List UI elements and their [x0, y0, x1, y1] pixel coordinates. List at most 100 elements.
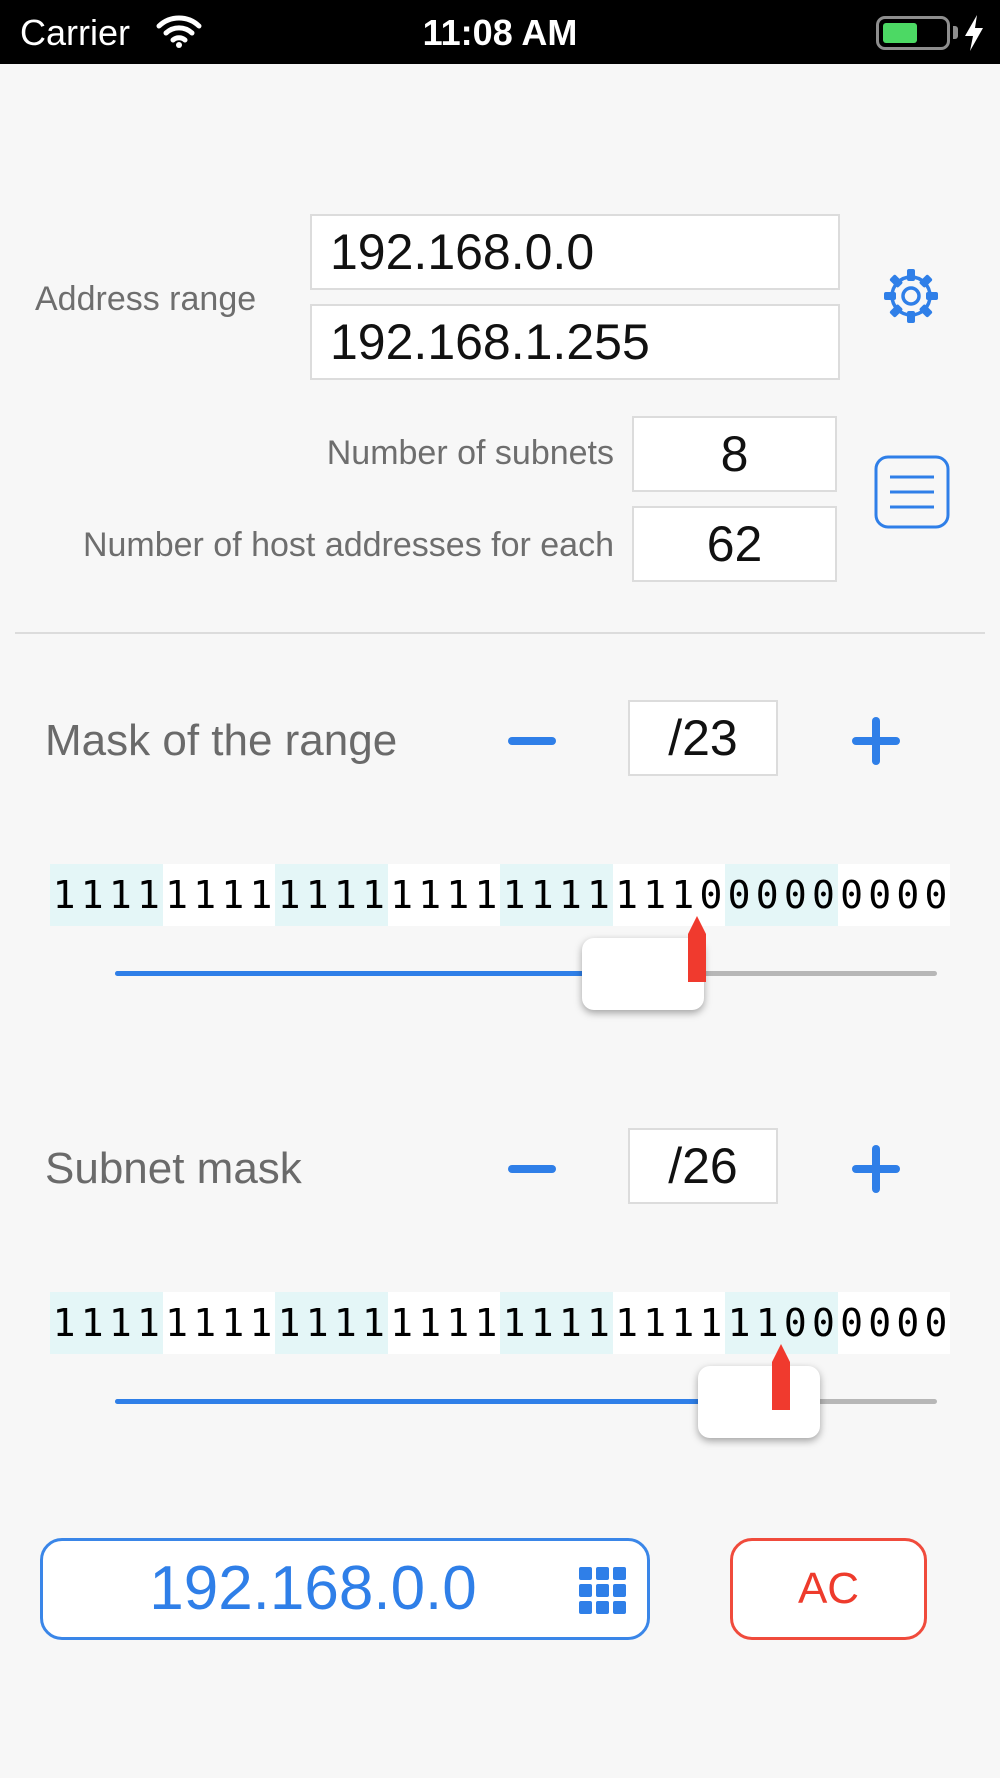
bit: 1 — [390, 873, 413, 917]
bit: 1 — [305, 873, 329, 917]
minus-icon[interactable] — [504, 713, 560, 769]
bit: 1 — [193, 1301, 217, 1345]
bit: 1 — [52, 873, 76, 917]
bit: 0 — [896, 1301, 920, 1345]
bit: 1 — [615, 1301, 638, 1345]
bit: 1 — [530, 873, 554, 917]
bit: 0 — [840, 1301, 863, 1345]
plus-icon[interactable] — [848, 1141, 904, 1197]
bit: 0 — [699, 873, 723, 917]
bit: 0 — [811, 873, 835, 917]
bit: 1 — [361, 1301, 385, 1345]
slider-thumb[interactable] — [581, 938, 704, 1010]
bit: 1 — [193, 873, 217, 917]
bit: 1 — [502, 1301, 526, 1345]
keypad-icon[interactable] — [577, 1565, 629, 1617]
list-icon[interactable] — [874, 455, 950, 529]
bit: 1 — [361, 873, 385, 917]
bit: 1 — [390, 1301, 413, 1345]
subnet-mask-value[interactable]: /26 — [628, 1128, 778, 1204]
gear-icon[interactable] — [883, 268, 939, 324]
bit: 1 — [474, 1301, 498, 1345]
slider-fill — [115, 1399, 760, 1404]
charging-bolt-icon — [965, 15, 983, 51]
slider-thumb[interactable] — [698, 1366, 821, 1438]
bit: 1 — [446, 1301, 470, 1345]
range-mask-value[interactable]: /23 — [628, 700, 778, 776]
bit: 0 — [811, 1301, 835, 1345]
bit: 1 — [249, 1301, 273, 1345]
bit: 0 — [783, 1301, 807, 1345]
bit: 1 — [249, 873, 273, 917]
bit: 1 — [446, 873, 470, 917]
bit: 0 — [868, 1301, 892, 1345]
slider-fill — [115, 971, 643, 976]
bit: 1 — [558, 1301, 582, 1345]
bit: 0 — [868, 873, 892, 917]
bit: 1 — [333, 873, 357, 917]
bit: 1 — [755, 1301, 779, 1345]
bit: 1 — [52, 1301, 76, 1345]
bit: 1 — [221, 873, 245, 917]
bit: 1 — [136, 873, 160, 917]
battery-tip — [953, 26, 958, 39]
bit: 1 — [418, 873, 442, 917]
bit: 1 — [671, 1301, 695, 1345]
hosts-input[interactable]: 62 — [632, 506, 837, 582]
wifi-icon — [156, 15, 202, 48]
bit: 1 — [474, 873, 498, 917]
minus-icon[interactable] — [504, 1141, 560, 1197]
range-mask-slider[interactable] — [115, 934, 937, 1014]
bit: 1 — [277, 1301, 301, 1345]
bit: 1 — [727, 1301, 751, 1345]
ip-display-value: 192.168.0.0 — [149, 1554, 477, 1623]
range-mask-title: Mask of the range — [45, 716, 398, 765]
bit: 0 — [924, 1301, 948, 1345]
bit: 1 — [530, 1301, 554, 1345]
bit: 1 — [643, 1301, 667, 1345]
range-end-input[interactable]: 192.168.1.255 — [310, 304, 840, 380]
bit: 1 — [108, 1301, 132, 1345]
subnet-marker — [772, 1344, 791, 1410]
bit: 0 — [783, 873, 807, 917]
plus-icon[interactable] — [848, 713, 904, 769]
bit: 0 — [727, 873, 751, 917]
bit: 1 — [615, 873, 638, 917]
bit: 1 — [165, 873, 188, 917]
hosts-label: Number of host addresses for each — [82, 526, 614, 564]
bit: 1 — [643, 873, 667, 917]
battery-icon — [876, 16, 950, 50]
clear-button[interactable]: AC — [730, 1538, 927, 1640]
bit: 1 — [333, 1301, 357, 1345]
subnets-input[interactable]: 8 — [632, 416, 837, 492]
bit: 1 — [108, 873, 132, 917]
subnet-mask-slider[interactable] — [115, 1362, 937, 1442]
clock: 11:08 AM — [422, 12, 578, 53]
carrier-label: Carrier — [20, 12, 131, 53]
bit: 1 — [277, 873, 301, 917]
bit: 1 — [305, 1301, 329, 1345]
status-bar: Carrier 11:08 AM — [0, 0, 1000, 64]
bit: 1 — [502, 873, 526, 917]
bit: 1 — [586, 873, 610, 917]
bit: 1 — [165, 1301, 188, 1345]
bit: 1 — [671, 873, 695, 917]
range-start-input[interactable]: 192.168.0.0 — [310, 214, 840, 290]
bit: 1 — [558, 873, 582, 917]
bit: 1 — [586, 1301, 610, 1345]
ip-display[interactable]: 192.168.0.0 — [40, 1538, 650, 1640]
bit: 1 — [80, 873, 104, 917]
